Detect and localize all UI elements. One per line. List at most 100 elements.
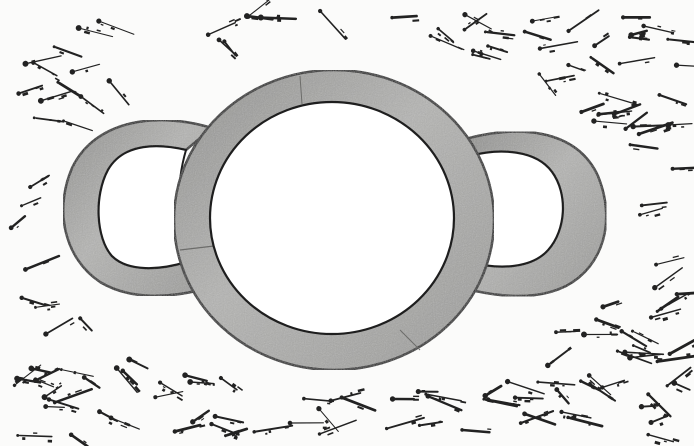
- mark-stroke: [596, 36, 609, 44]
- mark-head: [537, 46, 542, 51]
- figure-mark: [621, 15, 650, 19]
- mark-stroke: [467, 16, 492, 29]
- mark-dab: [43, 182, 48, 186]
- mark-dab: [232, 389, 236, 393]
- mark-dab: [673, 124, 677, 127]
- mark-dab: [654, 356, 658, 359]
- figure-mark: [554, 329, 580, 335]
- figure-mark: [553, 385, 572, 405]
- figure-mark: [418, 420, 443, 429]
- figure-mark: [460, 426, 491, 434]
- mark-head: [617, 61, 621, 65]
- mark-stroke: [430, 397, 462, 410]
- figure-mark: [529, 14, 560, 25]
- mark-dab: [265, 433, 267, 435]
- mark-dab: [237, 386, 243, 391]
- mark-dab: [162, 388, 166, 392]
- mark-dab: [684, 297, 687, 300]
- mark-stroke: [86, 379, 100, 388]
- mark-dab: [327, 403, 330, 405]
- mark-head: [486, 44, 490, 48]
- mark-dab: [323, 427, 327, 429]
- mark-head: [182, 372, 189, 379]
- mark-dab: [487, 428, 491, 430]
- mark-dab: [581, 414, 588, 418]
- figure-mark: [31, 376, 54, 392]
- mark-dab: [524, 400, 530, 403]
- mark-dab: [646, 214, 649, 216]
- mark-stroke: [57, 389, 92, 402]
- mark-dab: [543, 44, 546, 45]
- mark-dab: [630, 354, 632, 356]
- mark-head: [638, 212, 643, 217]
- figure-mark: [593, 317, 621, 332]
- figure-mark: [648, 307, 682, 325]
- mark-dab: [277, 19, 281, 22]
- figure-mark: [588, 55, 615, 76]
- mark-dab: [657, 25, 661, 27]
- mark-head: [60, 368, 64, 372]
- mark-stroke: [322, 13, 346, 40]
- figure-mark: [638, 207, 664, 222]
- figure-mark: [81, 374, 101, 389]
- figure-mark: [591, 32, 612, 49]
- mark-stroke: [20, 436, 52, 437]
- figure-mark: [105, 76, 131, 106]
- mark-dab: [673, 255, 679, 258]
- mark-dab: [51, 383, 55, 386]
- mark-head: [648, 315, 653, 320]
- figure-mark: [600, 377, 630, 392]
- mark-dab: [33, 202, 38, 206]
- mark-dab: [610, 331, 612, 334]
- mark-stroke: [642, 208, 662, 214]
- figure-mark: [648, 413, 672, 430]
- figure-mark: [217, 374, 243, 396]
- figure-mark: [591, 118, 627, 130]
- mark-head: [470, 48, 476, 54]
- figure-mark: [302, 397, 334, 405]
- mark-dab: [688, 170, 693, 172]
- mark-head: [641, 23, 647, 29]
- figure-mark: [483, 28, 514, 40]
- mark-dab: [671, 30, 675, 32]
- mark-head: [646, 432, 650, 436]
- figure-mark: [155, 380, 185, 403]
- mark-dab: [276, 16, 280, 17]
- figure-mark: [390, 395, 419, 401]
- figure-mark: [244, 13, 273, 22]
- mark-dab: [39, 87, 43, 91]
- mark-dab: [563, 415, 566, 418]
- mark-stroke: [644, 203, 667, 206]
- mark-stroke: [177, 425, 200, 431]
- mark-head: [671, 379, 678, 386]
- mark-stroke: [570, 66, 584, 71]
- mark-dab: [662, 206, 667, 208]
- mark-dab: [177, 396, 183, 401]
- mark-head: [666, 38, 669, 41]
- mark-stroke: [83, 98, 104, 114]
- mark-stroke: [210, 23, 235, 34]
- mark-stroke: [63, 370, 93, 376]
- mark-dab: [619, 115, 625, 117]
- mark-dab: [518, 398, 522, 400]
- figure-mark: [252, 424, 293, 437]
- mark-dab: [59, 382, 62, 384]
- mark-stroke: [82, 320, 92, 331]
- mark-dab: [654, 213, 660, 217]
- figure-mark: [51, 45, 82, 61]
- mark-head: [33, 116, 36, 119]
- figure-mark: [653, 254, 684, 267]
- mark-dab: [33, 432, 37, 434]
- figure-mark: [288, 421, 327, 430]
- mark-dab: [655, 317, 661, 320]
- mark-dab: [638, 17, 642, 19]
- mark-dab: [16, 226, 18, 228]
- mark-dab: [234, 18, 241, 22]
- figure-mark: [61, 119, 93, 133]
- mark-dab: [230, 422, 235, 425]
- mark-dab: [47, 96, 54, 101]
- mark-dab: [550, 384, 555, 387]
- figure-mark: [204, 16, 242, 38]
